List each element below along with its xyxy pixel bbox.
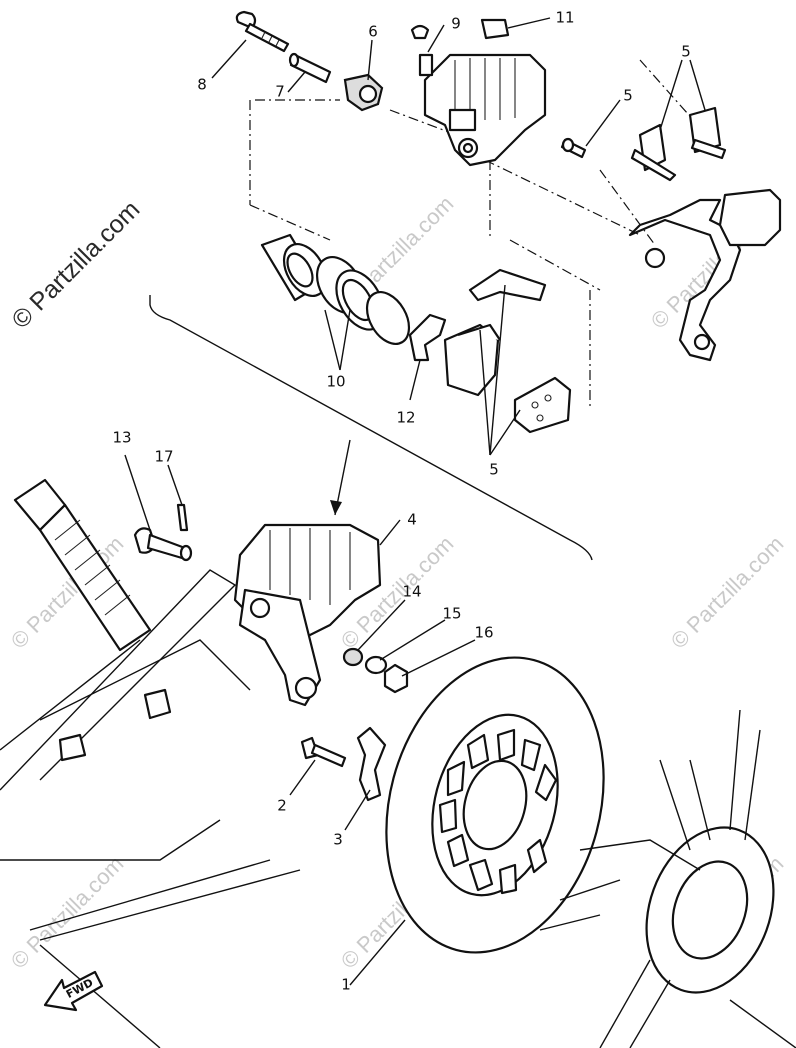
callout-15: 15 (442, 605, 461, 623)
caliper-bracket (628, 188, 782, 362)
callout-labels: 1 2 3 4 5 5 5 6 7 8 9 10 11 12 13 14 15 … (112, 9, 690, 994)
wheel-hub (539, 709, 796, 1048)
watermark-faint: © Partzilla.com (666, 531, 789, 654)
callout-6: 6 (368, 23, 378, 41)
callout-17: 17 (154, 448, 173, 466)
watermark-main: © Partzilla.com (6, 195, 145, 334)
callout-10: 10 (326, 373, 345, 391)
bushing-part-6 (343, 73, 384, 112)
pad-spring-part-12 (408, 268, 572, 434)
pin-part-17 (176, 503, 189, 532)
callout-16: 16 (474, 624, 493, 642)
pad-shims-top-right (630, 106, 727, 182)
washer-part-15 (364, 655, 388, 675)
leader-lines (124, 17, 706, 986)
washer-part-14 (342, 647, 364, 667)
bolt-part-8 (235, 10, 290, 53)
swing-arm (0, 569, 301, 1048)
callout-8: 8 (197, 76, 207, 94)
callout-1: 1 (341, 976, 351, 994)
callout-11: 11 (555, 9, 574, 27)
callout-4: 4 (407, 511, 417, 529)
callout-14: 14 (402, 583, 421, 601)
callout-5-screw: 5 (623, 87, 633, 105)
forward-direction-arrow: FWD (43, 970, 104, 1012)
callout-9: 9 (451, 15, 461, 33)
callout-2: 2 (277, 797, 287, 815)
screw-part-5 (560, 137, 587, 159)
callout-7: 7 (275, 83, 285, 101)
bolt-part-2 (300, 736, 347, 768)
callout-3: 3 (333, 831, 343, 849)
pin-part-7 (288, 52, 332, 84)
assembly-guide-lines (149, 59, 721, 561)
callout-12: 12 (396, 409, 415, 427)
watermark-faint: © Partzilla.com (6, 851, 129, 974)
nut-part-16 (383, 663, 409, 694)
lock-plate-part-3 (356, 726, 387, 802)
shock-absorber (13, 478, 152, 652)
caliper-assembled (233, 523, 382, 707)
callout-13: 13 (112, 429, 131, 447)
callout-5-pads: 5 (489, 461, 499, 479)
caliper-top (410, 18, 547, 167)
callout-5-top-right: 5 (681, 43, 691, 61)
brake-disc (385, 656, 605, 954)
bolt-part-13 (133, 527, 193, 562)
piston-seal-set (260, 233, 411, 345)
